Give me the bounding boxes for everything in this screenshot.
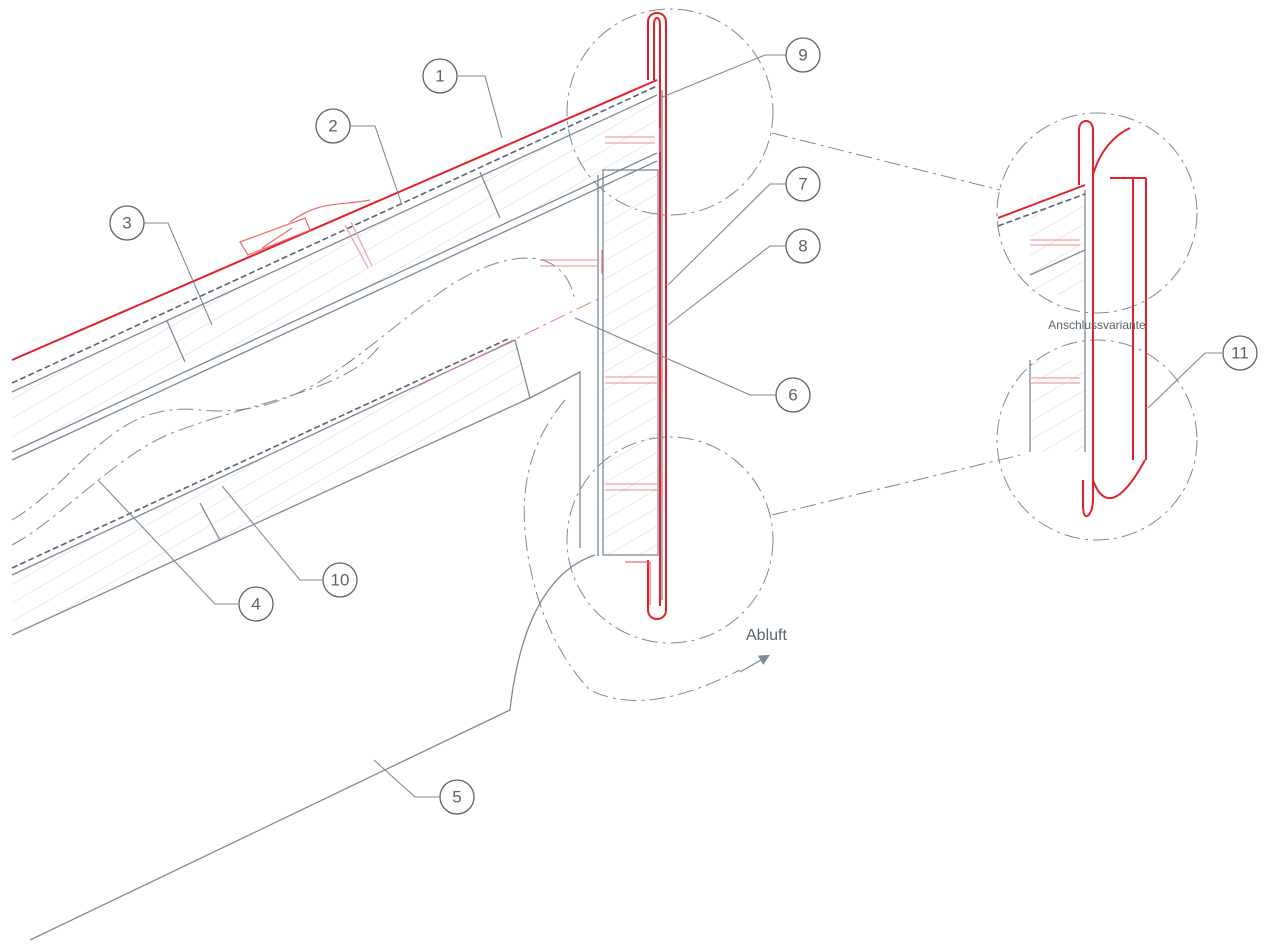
screw-1 <box>605 136 655 144</box>
beam-outline <box>529 370 581 548</box>
lower-insulation-layer <box>12 340 530 635</box>
airflow-upper <box>11 257 576 521</box>
variant-screw-1 <box>1030 239 1080 246</box>
upper-roof-layers <box>11 79 658 461</box>
callout-10: 10 <box>322 562 358 598</box>
callout-8: 8 <box>785 228 821 264</box>
variant-label: Anschlussvariante <box>1048 318 1146 332</box>
callout-1-number: 1 <box>435 67 444 86</box>
leader-5 <box>373 759 440 798</box>
roof-nail <box>344 221 373 269</box>
variant-circle-bottom <box>996 339 1198 541</box>
detail-link-bottom <box>771 454 1021 516</box>
lower-ceiling-line <box>29 554 596 941</box>
screw-2 <box>540 259 598 267</box>
detail-circle-top <box>566 8 774 216</box>
variant-board-bottom <box>1030 360 1085 452</box>
screw-4 <box>605 483 658 491</box>
lower-membrane <box>11 337 511 569</box>
variant-roof-bottom <box>1029 249 1086 276</box>
callout-9-number: 9 <box>798 46 807 65</box>
leader-6 <box>574 317 776 396</box>
clip-tab <box>289 199 371 223</box>
rafter-joint-2 <box>479 171 501 219</box>
callout-6-number: 6 <box>788 386 797 405</box>
callout-5: 5 <box>439 779 475 815</box>
flashing-hook <box>625 561 651 605</box>
upper-insulation-layer <box>12 95 657 452</box>
detail-link-top <box>771 132 1001 191</box>
leader-lines <box>97 54 1222 798</box>
wall-construction <box>597 90 663 600</box>
callout-7-number: 7 <box>798 175 807 194</box>
screw-3 <box>605 376 658 384</box>
variant-profile-bottom <box>1092 459 1146 500</box>
callout-11-number: 11 <box>1231 344 1249 363</box>
fasteners <box>239 128 663 498</box>
callout-4: 4 <box>238 586 274 622</box>
leader-4 <box>97 479 238 605</box>
lower-joint <box>199 502 221 541</box>
variant-board-top <box>1030 200 1085 295</box>
variant-flashing <box>1078 120 1094 518</box>
leader-3 <box>144 222 213 326</box>
leader-2 <box>350 125 403 206</box>
variant-membrane <box>997 193 1086 227</box>
upper-board-bottom <box>11 152 658 453</box>
exhaust-arrow <box>739 654 770 673</box>
variant-roof-covering <box>997 184 1086 219</box>
lower-red-centerline <box>419 297 601 386</box>
separation-membrane <box>11 85 658 384</box>
variant-profile-top <box>1092 127 1131 176</box>
structure-outline <box>29 370 596 941</box>
callout-5-number: 5 <box>452 788 461 807</box>
leader-11 <box>1147 352 1222 409</box>
detail-markers <box>566 8 1021 644</box>
airflow-paths <box>11 257 770 701</box>
connection-variant-detail: Anschlussvariante <box>996 112 1198 541</box>
variant-screw-2 <box>1030 377 1080 384</box>
lower-end <box>514 339 531 399</box>
variant-circle-top <box>996 112 1198 314</box>
callout-3-number: 3 <box>122 214 131 233</box>
exhaust-label: Abluft <box>746 627 787 644</box>
callout-1: 1 <box>422 58 458 94</box>
rafter-joint-1 <box>166 320 186 363</box>
leader-8 <box>667 245 786 326</box>
callout-7: 7 <box>785 166 821 202</box>
callout-6: 6 <box>775 377 811 413</box>
wall-flashing <box>625 12 667 620</box>
metal-roof-covering <box>11 79 658 361</box>
lower-roof-layers <box>11 297 601 636</box>
callout-4-number: 4 <box>251 595 260 614</box>
callout-11: 11 <box>1222 335 1258 371</box>
callout-8-number: 8 <box>798 237 807 256</box>
wall-flashing-sheet <box>647 12 667 620</box>
callout-9: 9 <box>785 37 821 73</box>
leader-10 <box>221 485 322 581</box>
callout-3: 3 <box>109 205 145 241</box>
callout-2-number: 2 <box>328 117 337 136</box>
airflow-mid <box>11 344 381 546</box>
callout-10-number: 10 <box>331 571 350 590</box>
airflow-lower <box>523 399 741 701</box>
leader-1 <box>458 75 503 139</box>
leader-9 <box>659 54 786 99</box>
upper-board-top <box>11 94 658 393</box>
callouts: 1 2 3 4 5 6 7 8 <box>109 37 1258 815</box>
detail-circle-bottom <box>566 436 774 644</box>
upper-board-bottom-2 <box>11 160 658 461</box>
lower-board-bottom <box>11 397 531 636</box>
callout-2: 2 <box>315 108 351 144</box>
wall-flashing-inner <box>653 17 661 606</box>
sliding-clip <box>239 217 311 256</box>
leader-7 <box>667 183 786 286</box>
wall-board <box>602 169 659 556</box>
